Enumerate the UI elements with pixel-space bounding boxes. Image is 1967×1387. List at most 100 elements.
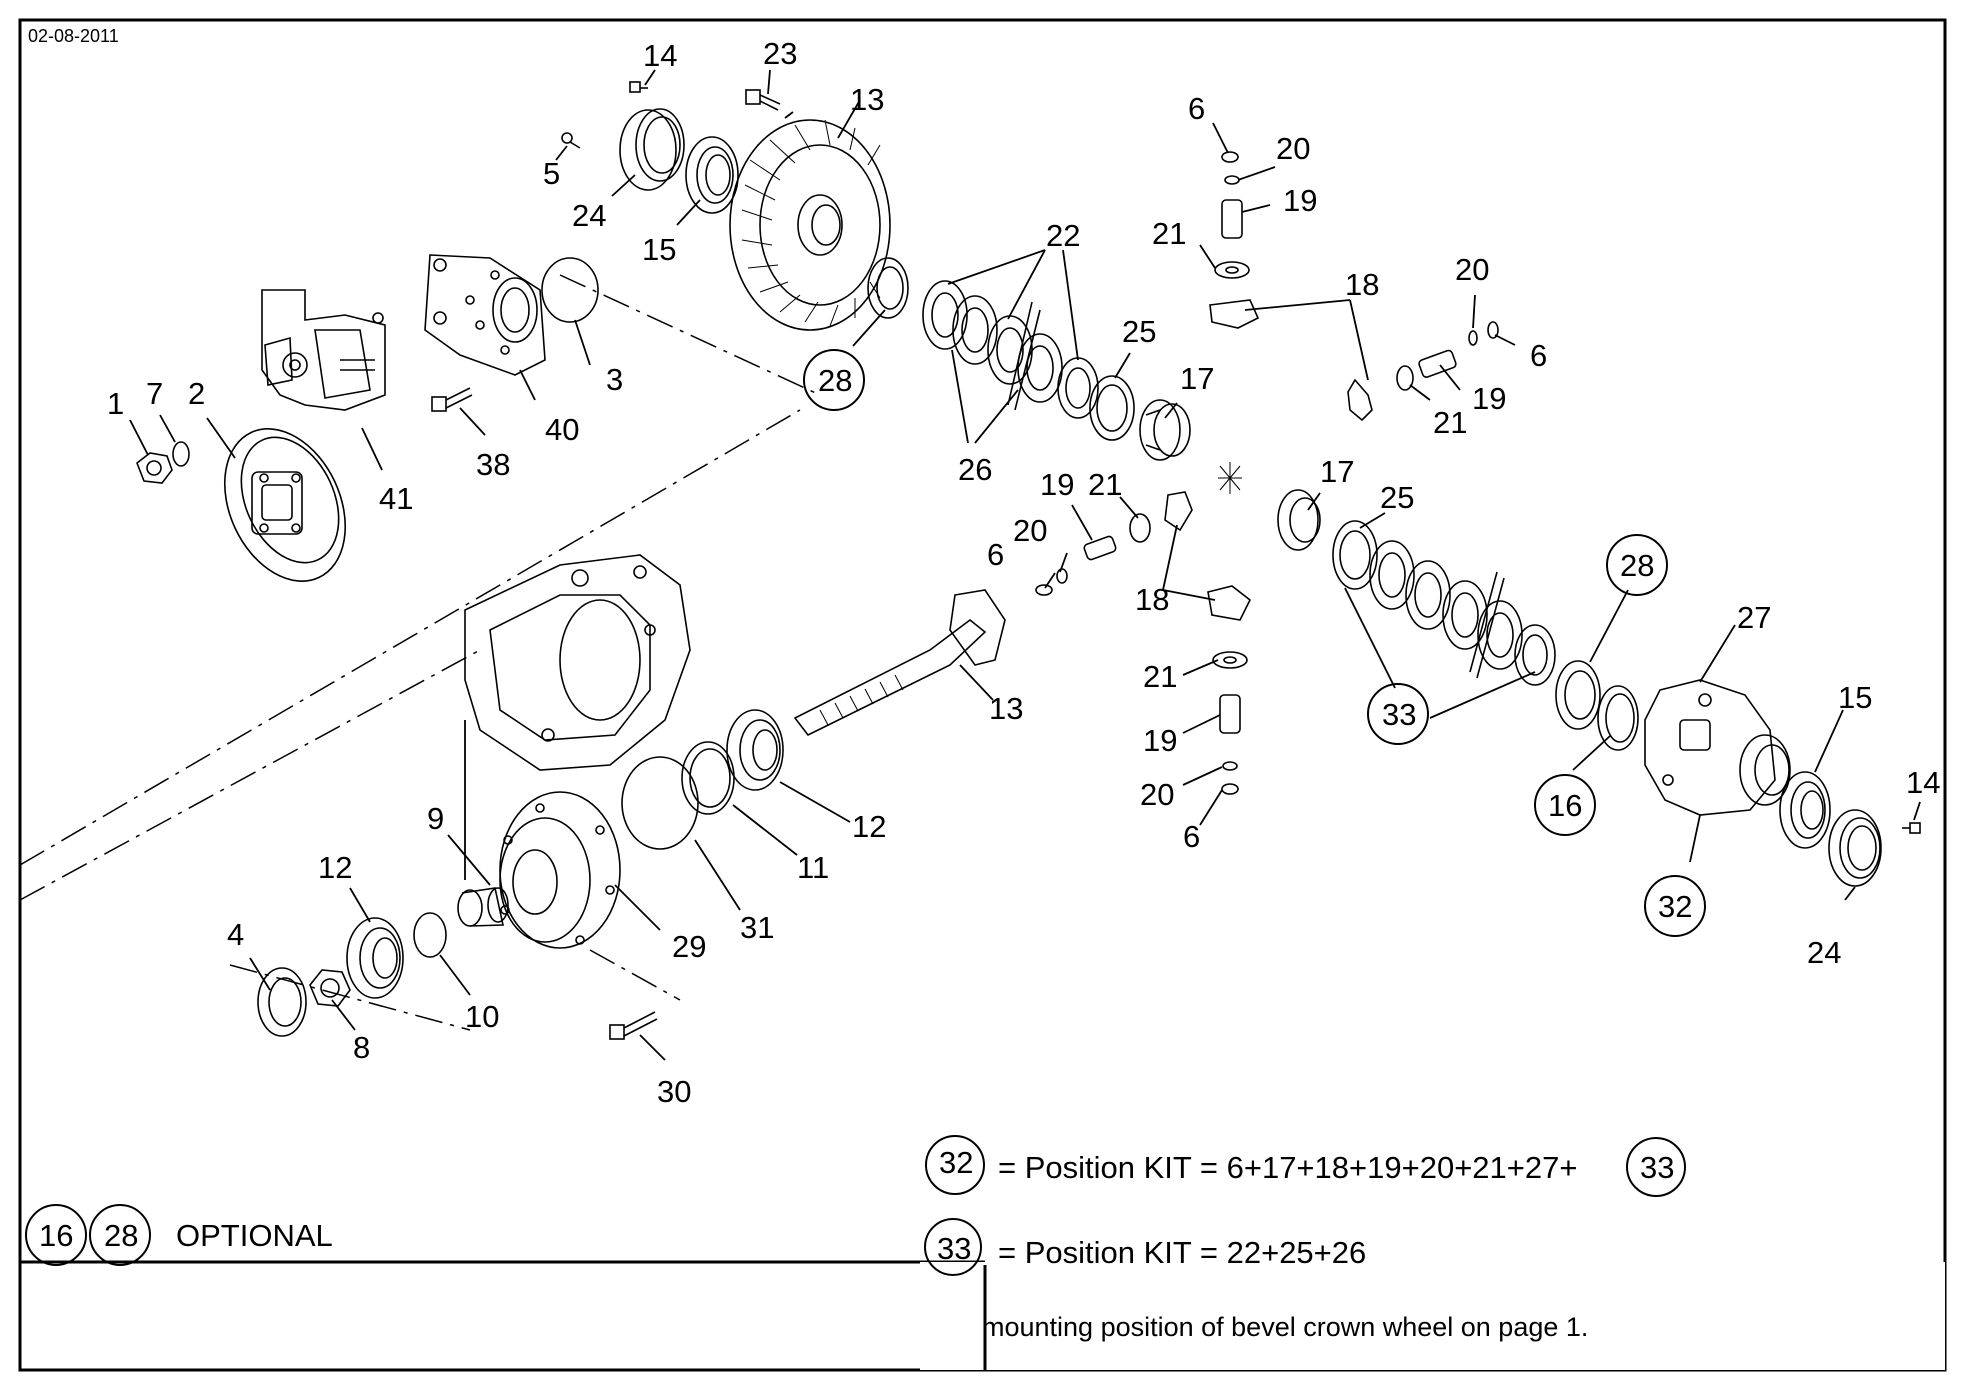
callout-19-left: 19 — [1040, 467, 1074, 502]
callout-21-left: 21 — [1088, 467, 1122, 502]
callout-28-top: 28 — [818, 363, 852, 398]
callout-22: 22 — [1046, 218, 1080, 253]
callout-15-top: 15 — [642, 232, 676, 267]
part-14-screw-right — [1902, 822, 1921, 834]
right-pinion-stack — [1347, 321, 1499, 422]
part-29-bearing-cover — [499, 791, 621, 949]
callout-labels: 1 7 2 41 3 40 38 5 24 14 23 13 15 28 22 … — [107, 36, 1940, 1109]
legend-optional-28: 28 — [104, 1218, 138, 1253]
part-2-flange — [223, 428, 347, 582]
part-22-26-disc-pack — [922, 280, 1099, 419]
lower-pinion-stack — [1212, 651, 1248, 795]
callout-28-lower: 28 — [1620, 548, 1654, 583]
callout-18-top: 18 — [1345, 267, 1379, 302]
legend-kit33-circle-label: 33 — [937, 1231, 971, 1266]
part-13-pinion-shaft — [793, 589, 1006, 737]
callout-2: 2 — [188, 376, 205, 411]
callout-21-right: 21 — [1433, 405, 1467, 440]
callout-30: 30 — [657, 1074, 691, 1109]
callout-14-top: 14 — [643, 38, 677, 73]
leader-lines — [129, 69, 1921, 1061]
part-1-nut — [136, 452, 173, 484]
part-14-screw — [629, 81, 648, 93]
part-9-spacer — [457, 887, 509, 927]
part-27-diff-case — [1644, 679, 1791, 816]
callout-13-top: 13 — [850, 82, 884, 117]
callout-41: 41 — [379, 481, 413, 516]
callout-4: 4 — [227, 917, 244, 952]
part-10-ring — [413, 912, 447, 958]
part-8-nut — [309, 969, 351, 1007]
callout-17-lower: 17 — [1320, 454, 1354, 489]
part-7-oring — [172, 441, 190, 467]
callout-3: 3 — [606, 362, 623, 397]
kit-legend: 32 = Position KIT = 6+17+18+19+20+21+27+… — [39, 1145, 1674, 1270]
part-31-oring — [621, 756, 699, 850]
part-24-adjusting-ring — [619, 108, 685, 191]
callout-20-left: 20 — [1013, 513, 1047, 548]
callout-29: 29 — [672, 929, 706, 964]
legend-optional-16: 16 — [39, 1218, 73, 1253]
callout-16: 16 — [1548, 788, 1582, 823]
legend-kit32-circle-label: 32 — [939, 1145, 973, 1180]
center-lines — [19, 274, 821, 1031]
legend-kit32-text: = Position KIT = 6+17+18+19+20+21+27+ — [998, 1150, 1577, 1185]
callout-33: 33 — [1382, 697, 1416, 732]
part-30-bolt — [609, 1011, 658, 1040]
callout-13-lower: 13 — [989, 691, 1023, 726]
part-40-cover — [424, 254, 546, 376]
part-28-washer-lower — [1555, 660, 1601, 730]
callout-12-mid: 12 — [852, 809, 886, 844]
callout-19-lower: 19 — [1143, 723, 1177, 758]
part-25-ring — [1089, 375, 1135, 441]
left-pinion-stack — [1035, 491, 1252, 621]
sheet-date: 02-08-2011 — [28, 26, 119, 46]
callout-7: 7 — [146, 376, 163, 411]
part-23-bolt — [745, 89, 781, 111]
callout-38: 38 — [476, 447, 510, 482]
callout-18-lower: 18 — [1135, 582, 1169, 617]
part-13-crown-wheel — [729, 119, 891, 331]
legend-kit32-tail: 33 — [1640, 1150, 1674, 1185]
part-3-oring — [541, 257, 599, 323]
callout-9: 9 — [427, 801, 444, 836]
legend-optional-text: OPTIONAL — [176, 1218, 333, 1253]
part-5-screw — [561, 132, 581, 149]
callout-25-top: 25 — [1122, 314, 1156, 349]
callout-14-right: 14 — [1906, 765, 1940, 800]
callout-1: 1 — [107, 386, 124, 421]
callout-23: 23 — [763, 36, 797, 71]
callout-15-right: 15 — [1838, 680, 1872, 715]
spider-center-mark — [1218, 462, 1242, 494]
callout-26: 26 — [958, 452, 992, 487]
part-housing — [464, 554, 691, 771]
lower-disc-pack — [1277, 489, 1556, 686]
part-15-bearing — [685, 136, 739, 214]
part-12-bearing-lower — [346, 917, 404, 999]
callout-21-top: 21 — [1152, 216, 1186, 251]
part-15-bearing-right — [1779, 771, 1831, 849]
part-28-thrust-washer — [867, 257, 909, 319]
callout-11: 11 — [797, 850, 829, 885]
upper-pinion-stack — [1209, 151, 1260, 329]
callout-20-lower: 20 — [1140, 777, 1174, 812]
callout-6-top: 6 — [1188, 91, 1205, 126]
callout-19-top: 19 — [1283, 183, 1317, 218]
callout-12-lower: 12 — [318, 850, 352, 885]
callout-24-right: 24 — [1807, 935, 1841, 970]
part-24-ring-right — [1828, 809, 1882, 887]
callout-31: 31 — [740, 910, 774, 945]
callout-circles — [25, 349, 1706, 1276]
callout-6-left: 6 — [987, 537, 1004, 572]
part-38-bolt — [431, 387, 473, 412]
callout-27: 27 — [1737, 600, 1771, 635]
callout-6-right: 6 — [1530, 338, 1547, 373]
callout-17-top: 17 — [1180, 361, 1214, 396]
callout-19-right: 19 — [1472, 381, 1506, 416]
callout-20-right: 20 — [1455, 252, 1489, 287]
part-11-shim — [681, 741, 735, 815]
callout-32: 32 — [1658, 889, 1692, 924]
callout-5: 5 — [543, 156, 560, 191]
callout-20-top: 20 — [1276, 131, 1310, 166]
